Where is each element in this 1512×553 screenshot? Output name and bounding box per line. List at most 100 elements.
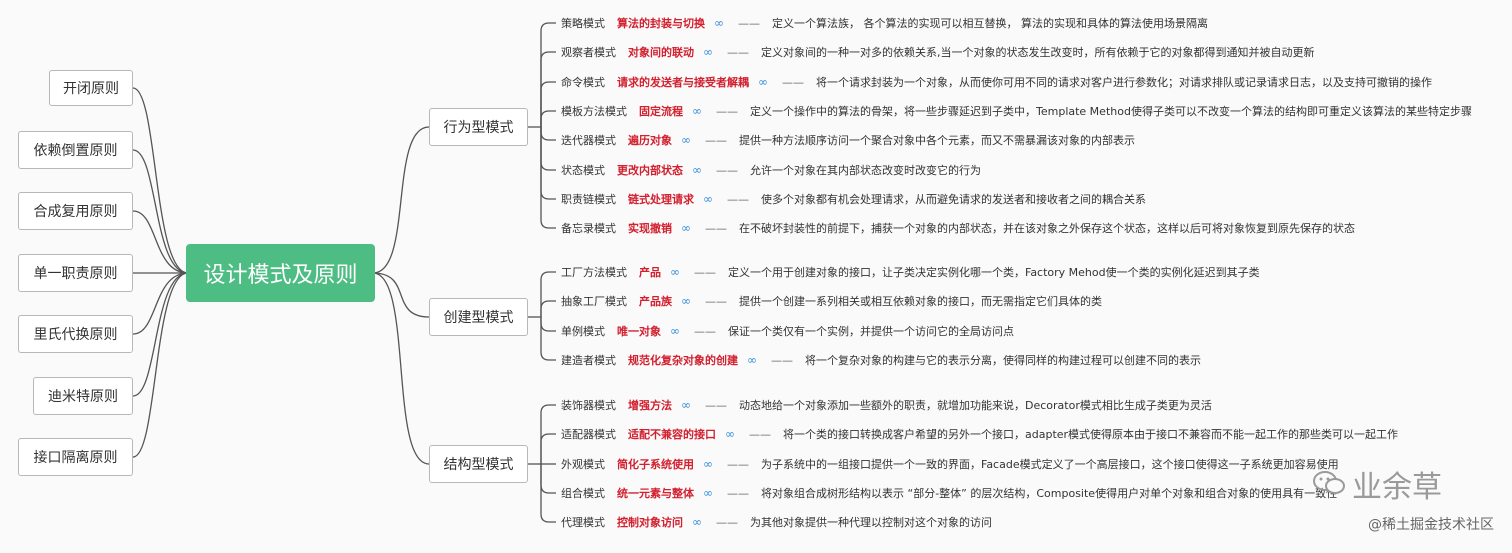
group-connector-creational [372, 272, 430, 318]
pattern-row-behavioral[interactable]: 状态模式更改内部状态∞——允许一个对象在其内部状态改变时改变它的行为 [561, 160, 981, 180]
link-icon[interactable]: ∞ [714, 16, 724, 30]
pattern-keyword: 算法的封装与切换 [617, 17, 705, 30]
pattern-row-structural[interactable]: 适配器模式适配不兼容的接口∞——将一个类的接口转换成客户希望的另外一个接口，ad… [561, 424, 1398, 444]
link-icon[interactable]: ∞ [681, 133, 691, 147]
pattern-name: 组合模式 [561, 487, 605, 500]
dash-separator: —— [727, 192, 749, 206]
leaf-connector [540, 404, 556, 464]
link-icon[interactable]: ∞ [692, 163, 702, 177]
dash-separator: —— [782, 75, 804, 89]
link-icon[interactable]: ∞ [670, 265, 680, 279]
pattern-name: 装饰器模式 [561, 399, 616, 412]
link-icon[interactable]: ∞ [681, 398, 691, 412]
principle-node-2[interactable]: 依赖倒置原则 [18, 131, 133, 169]
principle-connector [132, 272, 189, 397]
pattern-row-structural[interactable]: 组合模式统一元素与整体∞——将对象组合成树形结构以表示 “部分-整体” 的层次结… [561, 483, 1337, 503]
pattern-keyword: 遍历对象 [628, 134, 672, 147]
site-credit: @稀土掘金技术社区 [1368, 517, 1494, 533]
dash-separator: —— [771, 353, 793, 367]
dash-separator: —— [705, 133, 727, 147]
pattern-description: 将一个类的接口转换成客户希望的另外一个接口，adapter模式使得原本由于接口不… [783, 428, 1399, 441]
pattern-keyword: 对象间的联动 [628, 46, 694, 59]
link-icon[interactable]: ∞ [703, 45, 713, 59]
leaf-connector [540, 51, 556, 127]
group-node-behavioral[interactable]: 行为型模式 [429, 108, 528, 146]
pattern-row-behavioral[interactable]: 模板方法模式固定流程∞——定义一个操作中的算法的骨架，将一些步骤延迟到子类中，T… [561, 101, 1472, 121]
leaf-connector [540, 433, 556, 464]
pattern-row-behavioral[interactable]: 备忘录模式实现撤销∞——在不破坏封装性的前提下，捕获一个对象的内部状态，并在该对… [561, 218, 1355, 238]
link-icon[interactable]: ∞ [725, 427, 735, 441]
pattern-name: 职责链模式 [561, 193, 616, 206]
pattern-keyword: 适配不兼容的接口 [628, 428, 716, 441]
dash-separator: —— [694, 265, 716, 279]
link-icon[interactable]: ∞ [692, 104, 702, 118]
link-icon[interactable]: ∞ [758, 75, 768, 89]
link-icon[interactable]: ∞ [692, 515, 702, 529]
pattern-row-structural[interactable]: 外观模式简化子系统使用∞——为子系统中的一组接口提供一个一致的界面，Facade… [561, 454, 1339, 474]
leaf-connector [540, 127, 556, 171]
link-icon[interactable]: ∞ [681, 294, 691, 308]
leaf-connector [540, 127, 556, 229]
link-icon[interactable]: ∞ [681, 221, 691, 235]
pattern-keyword: 链式处理请求 [628, 193, 694, 206]
pattern-keyword: 唯一对象 [617, 325, 661, 338]
pattern-keyword: 更改内部状态 [617, 164, 683, 177]
dash-separator: —— [749, 427, 771, 441]
pattern-description: 将一个复杂对象的构建与它的表示分离，使得同样的构建过程可以创建不同的表示 [805, 354, 1201, 367]
pattern-description: 使多个对象都有机会处理请求，从而避免请求的发送者和接收者之间的耦合关系 [761, 193, 1146, 206]
pattern-row-creational[interactable]: 抽象工厂模式产品族∞——提供一个创建一系列相关或相互依赖对象的接口，而无需指定它… [561, 291, 1102, 311]
group-node-creational[interactable]: 创建型模式 [429, 298, 528, 336]
pattern-row-creational[interactable]: 工厂方法模式产品∞——定义一个用于创建对象的接口，让子类决定实例化哪一个类，Fa… [561, 262, 1260, 282]
pattern-description: 提供一个创建一系列相关或相互依赖对象的接口，而无需指定它们具体的类 [739, 295, 1102, 308]
pattern-description: 将对象组合成树形结构以表示 “部分-整体” 的层次结构，Composite使得用… [761, 487, 1338, 500]
pattern-row-structural[interactable]: 代理模式控制对象访问∞——为其他对象提供一种代理以控制对这个对象的访问 [561, 512, 992, 532]
root-topic[interactable]: 设计模式及原则 [186, 244, 375, 302]
leaf-connector [540, 271, 556, 317]
pattern-row-behavioral[interactable]: 命令模式请求的发送者与接受者解耦∞——将一个请求封装为一个对象，从而使你可用不同… [561, 72, 1432, 92]
principle-node-3[interactable]: 合成复用原则 [18, 192, 133, 230]
principle-connector [132, 87, 189, 274]
leaf-connector [540, 127, 556, 141]
link-icon[interactable]: ∞ [670, 324, 680, 338]
pattern-description: 为其他对象提供一种代理以控制对这个对象的访问 [750, 516, 992, 529]
pattern-row-behavioral[interactable]: 观察者模式对象间的联动∞——定义对象间的一种一对多的依赖关系,当一个对象的状态发… [561, 42, 1315, 62]
group-node-structural[interactable]: 结构型模式 [429, 445, 528, 483]
pattern-name: 单例模式 [561, 325, 605, 338]
link-icon[interactable]: ∞ [747, 353, 757, 367]
principle-node-1[interactable]: 开闭原则 [49, 70, 133, 106]
principle-node-4[interactable]: 单一职责原则 [18, 254, 133, 292]
group-connector-structural [372, 272, 430, 465]
dash-separator: —— [716, 163, 738, 177]
link-icon[interactable]: ∞ [703, 192, 713, 206]
link-icon[interactable]: ∞ [703, 457, 713, 471]
link-icon[interactable]: ∞ [703, 486, 713, 500]
pattern-row-creational[interactable]: 单例模式唯一对象∞——保证一个类仅有一个实例，并提供一个访问它的全局访问点 [561, 321, 1014, 341]
pattern-name: 模板方法模式 [561, 105, 627, 118]
pattern-row-behavioral[interactable]: 策略模式算法的封装与切换∞——定义一个算法族， 各个算法的实现可以相互替换， 算… [561, 13, 1208, 33]
pattern-name: 备忘录模式 [561, 222, 616, 235]
pattern-keyword: 请求的发送者与接受者解耦 [617, 76, 749, 89]
pattern-name: 代理模式 [561, 516, 605, 529]
dash-separator: —— [705, 398, 727, 412]
principle-node-6[interactable]: 迪米特原则 [33, 377, 133, 415]
pattern-keyword: 增强方法 [628, 399, 672, 412]
pattern-description: 定义一个操作中的算法的骨架，将一些步骤延迟到子类中，Template Metho… [750, 105, 1472, 118]
principle-node-5[interactable]: 里氏代换原则 [18, 315, 133, 353]
watermark-text: 业余草 [1352, 470, 1442, 505]
pattern-name: 观察者模式 [561, 46, 616, 59]
pattern-row-structural[interactable]: 装饰器模式增强方法∞——动态地给一个对象添加一些额外的职责，就增加功能来说，De… [561, 395, 1212, 415]
pattern-keyword: 固定流程 [639, 105, 683, 118]
pattern-row-creational[interactable]: 建造者模式规范化复杂对象的创建∞——将一个复杂对象的构建与它的表示分离，使得同样… [561, 350, 1201, 370]
pattern-name: 迭代器模式 [561, 134, 616, 147]
leaf-connector [540, 22, 556, 127]
dash-separator: —— [727, 457, 749, 471]
principle-node-7[interactable]: 接口隔离原则 [18, 438, 133, 476]
pattern-keyword: 实现撤销 [628, 222, 672, 235]
pattern-row-behavioral[interactable]: 职责链模式链式处理请求 ∞ —— 使多个对象都有机会处理请求，从而避免请求的发送者和接… [561, 189, 1146, 209]
principle-connector [132, 149, 189, 274]
principle-connector [132, 210, 189, 274]
pattern-description: 保证一个类仅有一个实例，并提供一个访问它的全局访问点 [728, 325, 1014, 338]
pattern-description: 允许一个对象在其内部状态改变时改变它的行为 [750, 164, 981, 177]
principle-connector [132, 272, 189, 458]
pattern-row-behavioral[interactable]: 迭代器模式遍历对象∞——提供一种方法顺序访问一个聚合对象中各个元素，而又不需暴漏… [561, 130, 1135, 150]
